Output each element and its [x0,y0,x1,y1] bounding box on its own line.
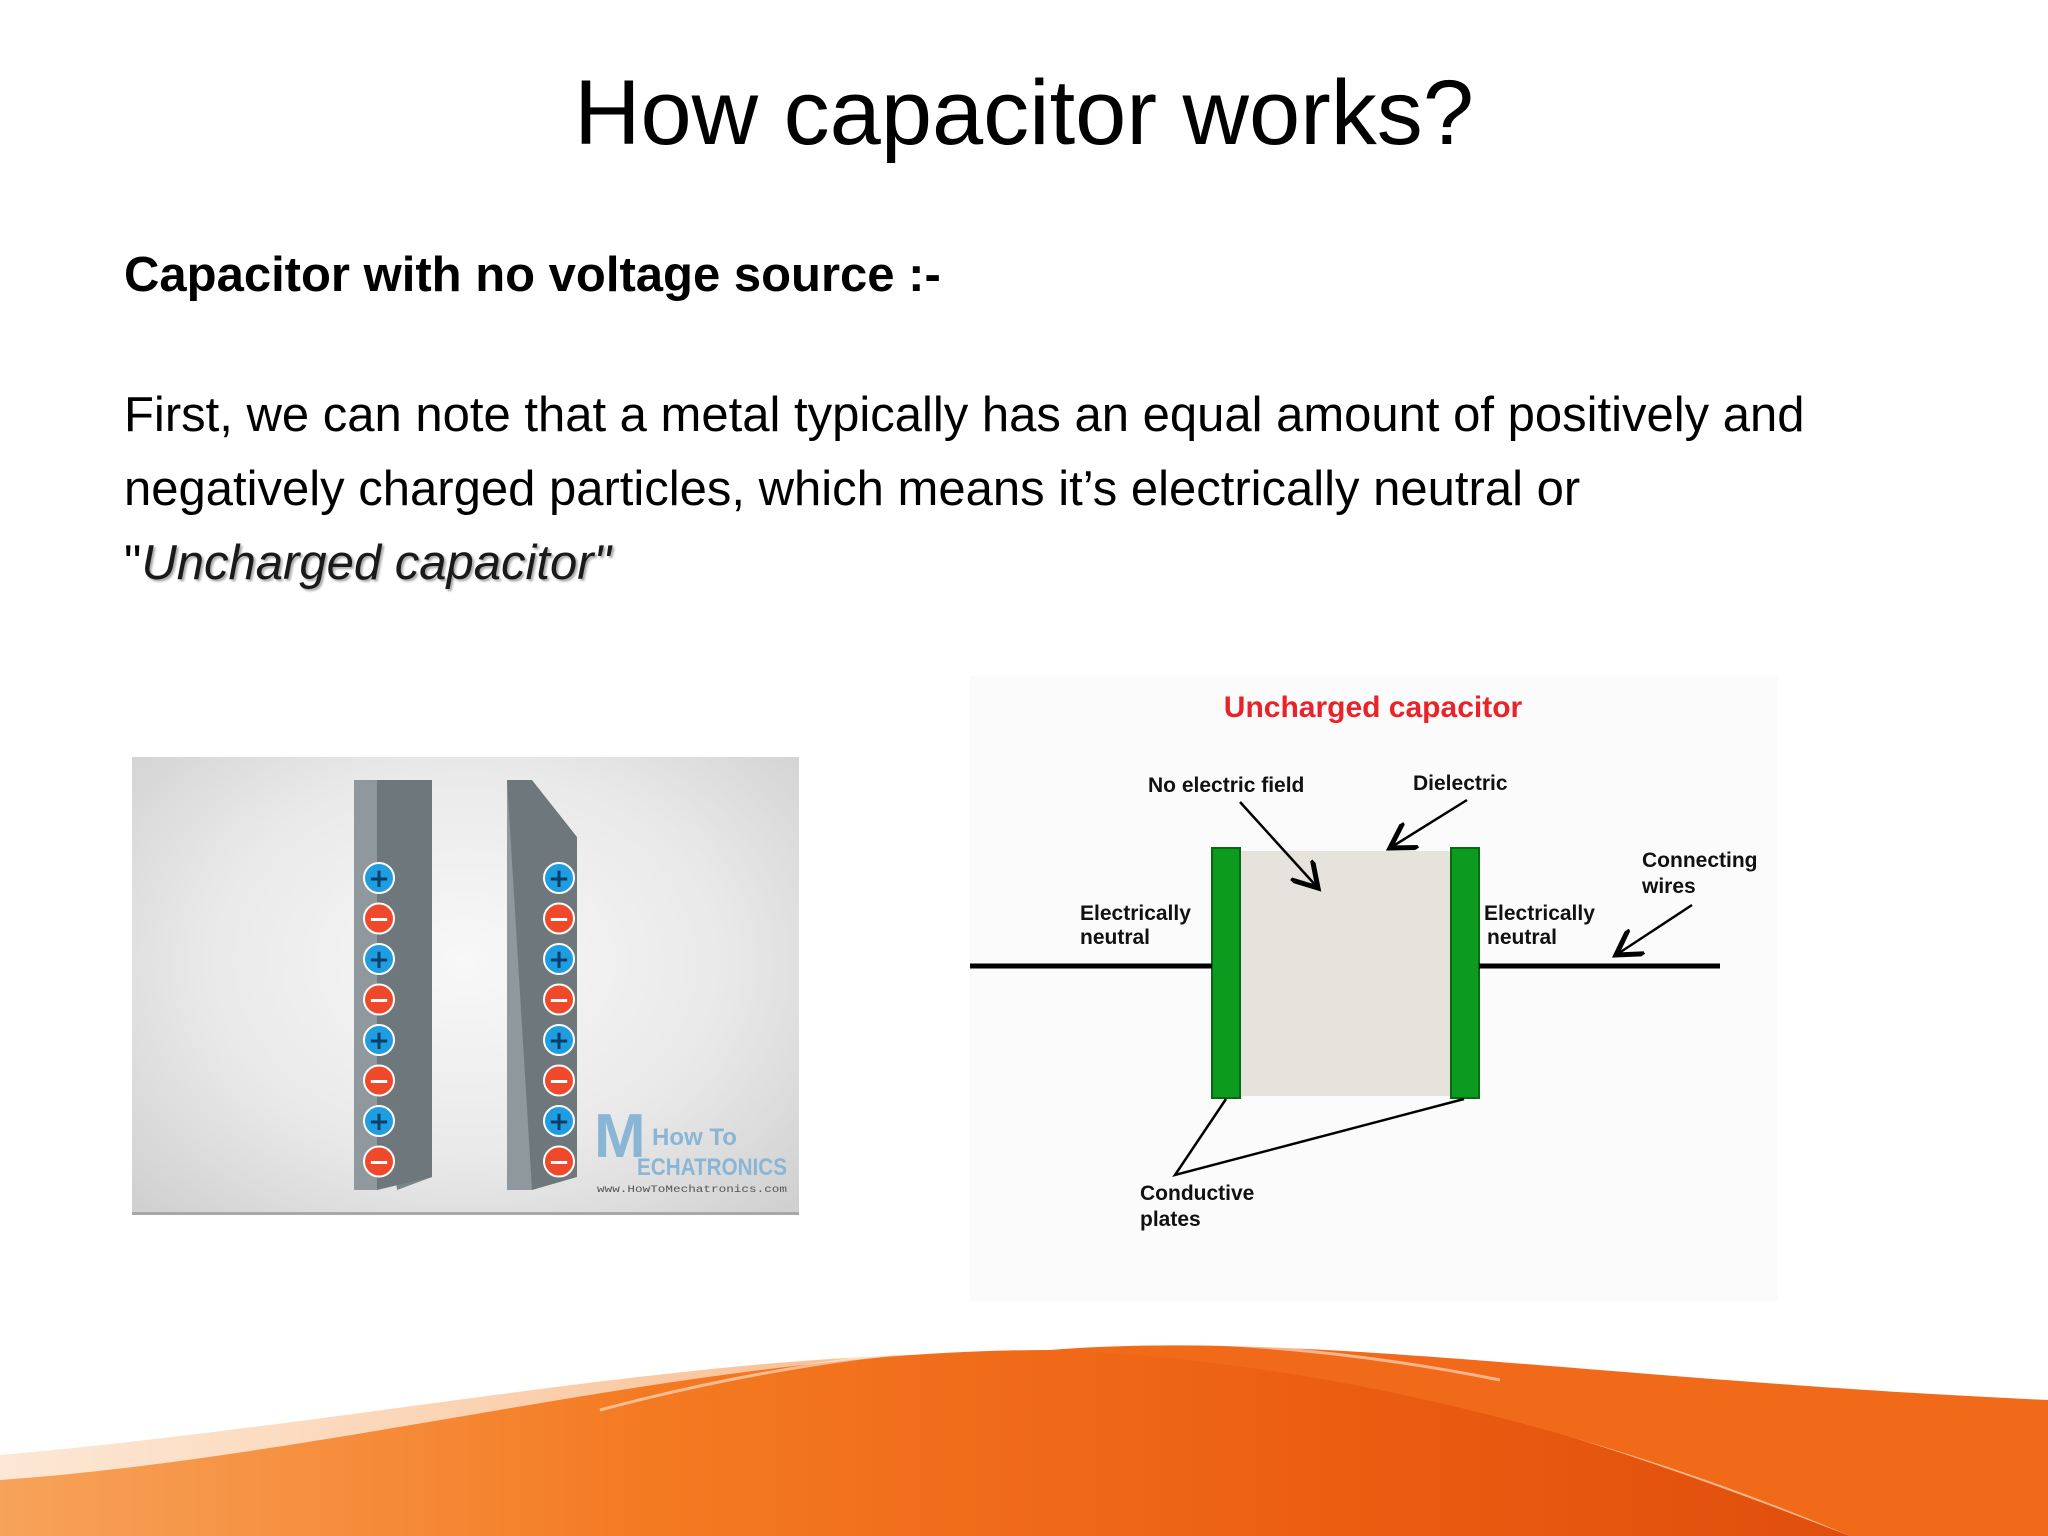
charge-sign-right-5: − [548,1067,570,1097]
body-paragraph: First, we can note that a metal typicall… [124,378,1944,600]
minus-charge-right-3 [543,983,575,1016]
label-left-neutral-1: Electrically [1080,902,1191,925]
label-wires-2: wires [1641,875,1696,898]
plus-charge-left-2 [363,943,395,975]
minus-charge-right-1 [543,902,575,935]
decorative-wave [0,1339,2048,1536]
body-quote-open: " [124,536,142,590]
label-left-neutral-2: neutral [1080,926,1150,949]
logo-url: www.HowToMechatronics.com [597,1184,787,1196]
charge-sign-left-4: + [368,1026,390,1056]
dielectric-region [1240,851,1450,1096]
charge-sign-left-2: + [368,945,390,975]
charge-sign-right-2: + [548,945,570,975]
label-plates-1: Conductive [1140,1182,1254,1205]
plus-charge-right-2 [543,943,575,975]
charge-sign-right-4: + [548,1026,570,1056]
plus-charge-right-4 [543,1024,575,1056]
logo-line2: ECHATRONICS [637,1154,787,1181]
label-plates-2: plates [1140,1208,1201,1231]
plus-charge-left-6 [363,1105,395,1137]
label-wires-1: Connecting [1642,849,1758,872]
body-line-1: First, we can note that a metal typicall… [124,388,1805,442]
slide-title: How capacitor works? [574,62,1474,164]
plates-image: + − + − + − + − + − + − + − + − M How To ECHATRONICS w… [132,757,799,1215]
label-right-neutral-2: neutral [1487,926,1557,949]
minus-charge-right-5 [543,1064,575,1097]
arrow-dielectric [1390,798,1468,848]
charge-sign-right-3: − [548,986,570,1016]
plus-charge-right-0 [543,862,575,894]
logo-line1: How To [652,1124,737,1151]
label-right-neutral-1: Electrically [1484,902,1595,925]
charge-sign-right-6: + [548,1107,570,1137]
label-no-field: No electric field [1148,774,1304,797]
charge-sign-right-1: − [548,905,570,935]
body-emphasis: Uncharged capacitor" [141,536,611,590]
label-dielectric: Dielectric [1413,772,1508,795]
charge-sign-left-3: − [368,986,390,1016]
charge-sign-right-7: − [548,1148,570,1178]
charge-sign-left-1: − [368,905,390,935]
right-conductive-plate [1450,847,1480,1099]
minus-charge-left-5 [363,1064,395,1097]
arrow-plates [1172,1097,1465,1178]
minus-charge-left-3 [363,983,395,1016]
uncharged-capacitor-diagram: Uncharged capacitor No electric field Di… [970,676,1778,1301]
body-line-2: negatively charged particles, which mean… [124,462,1581,516]
diagram-title: Uncharged capacitor [1224,691,1523,724]
charge-sign-left-5: − [368,1067,390,1097]
plus-charge-right-6 [543,1105,575,1137]
minus-charge-left-7 [363,1145,395,1178]
charge-sign-left-0: + [368,864,390,894]
left-conductive-plate [1211,847,1241,1099]
plus-charge-left-4 [363,1024,395,1056]
charge-sign-left-6: + [368,1107,390,1137]
arrow-wires [1616,903,1693,955]
minus-charge-left-1 [363,902,395,935]
arrow-no-field [1239,801,1318,888]
logo-letter: M [594,1102,646,1171]
howtomechatronics-logo: M How To ECHATRONICS www.HowToMechatroni… [594,1102,787,1196]
charge-sign-right-0: + [548,864,570,894]
charge-sign-left-7: − [368,1148,390,1178]
slide-subtitle: Capacitor with no voltage source :- [124,248,941,302]
minus-charge-right-7 [543,1145,575,1178]
body-line-3: "Uncharged capacitor" [124,526,1944,600]
plus-charge-left-0 [363,862,395,894]
